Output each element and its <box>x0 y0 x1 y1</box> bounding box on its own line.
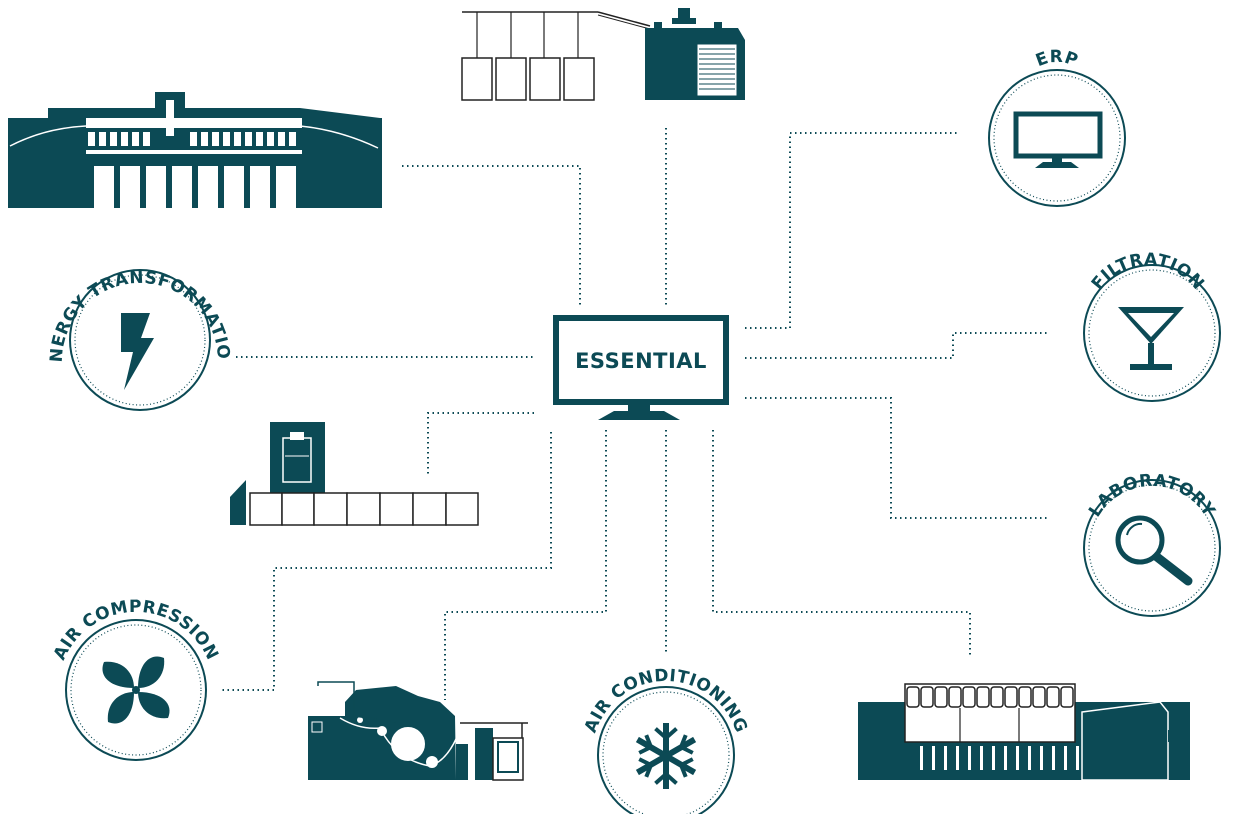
node-air-conditioning: AIR CONDITIONING <box>581 666 751 814</box>
node-laboratory: LABORATORY <box>1083 471 1221 617</box>
conveyor-machine-icon <box>230 422 479 526</box>
snowflake-icon <box>635 723 697 789</box>
hub-label: ESSENTIAL <box>575 349 707 373</box>
cocktail-glass-icon <box>1118 307 1184 370</box>
magnifier-icon <box>1115 515 1193 586</box>
connector-filtration <box>745 332 1048 359</box>
monitor-icon <box>553 315 729 405</box>
connector-papermachine <box>444 430 607 700</box>
node-air-compression: AIR COMPRESSION <box>50 597 222 761</box>
node-label-laboratory: LABORATORY <box>1085 471 1219 521</box>
paper-machine-icon <box>308 681 528 781</box>
connector-factory <box>402 165 581 308</box>
fan-icon <box>102 656 170 724</box>
node-filtration: FILTRATION <box>1083 250 1221 402</box>
node-label-erp: ERP <box>1033 47 1081 71</box>
connector-laboratory <box>745 397 1048 519</box>
connector-aircomp <box>220 432 552 691</box>
brewhouse-tanks-icon <box>461 8 745 101</box>
bottling-line-icon <box>858 683 1190 781</box>
node-label-filtration: FILTRATION <box>1088 250 1208 294</box>
factory-building-icon <box>8 92 382 208</box>
connector-conveyor <box>427 412 534 476</box>
connector-bottling <box>712 430 971 656</box>
node-erp: ERP <box>988 47 1126 207</box>
monitor-icon <box>1013 111 1103 168</box>
hub-monitor: ESSENTIAL <box>553 315 729 420</box>
lightning-bolt-icon <box>121 313 154 390</box>
connector-erp <box>745 132 958 329</box>
connector-lines <box>220 128 1048 700</box>
